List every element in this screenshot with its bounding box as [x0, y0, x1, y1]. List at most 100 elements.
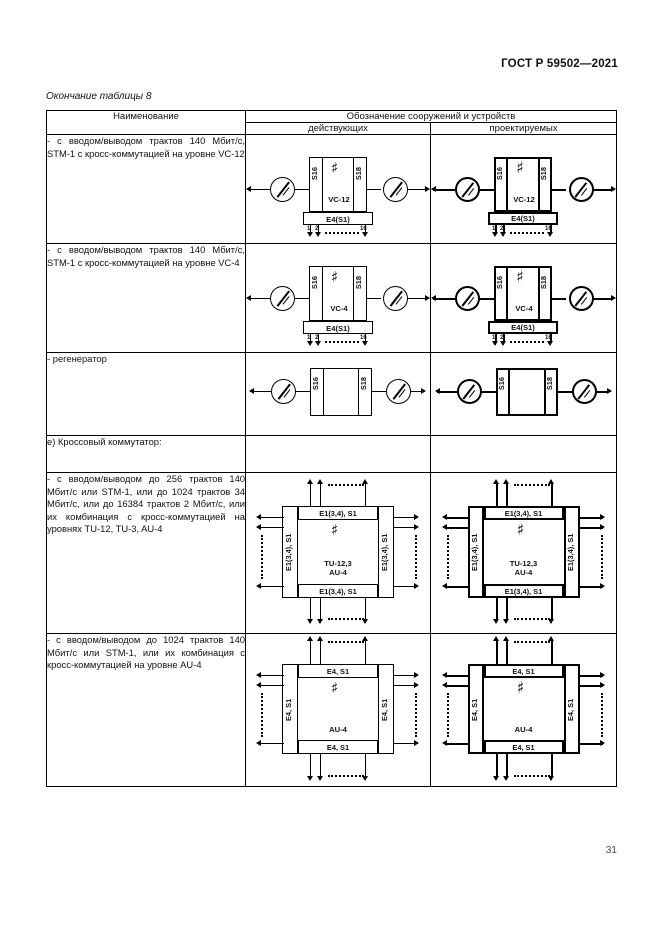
header-existing: действующих	[245, 122, 431, 135]
diagram-mux-planned-vc4: S16 S18 ♯ VC-4 E4(S1)	[431, 244, 616, 346]
symbol-existing-vc12: S16 S18 ♯ VC-12 E4(S1)	[245, 134, 431, 244]
cross-connect-icon: ♯	[516, 520, 525, 539]
row-description-vc4: - с вводом/выводом трактов 140 Мбит/с, S…	[46, 243, 246, 353]
table-row: - с вводом/выводом трактов 140 Мбит/с, S…	[46, 243, 618, 353]
symbol-existing-tu12: E1(3,4), S1 E1(3,4), S1 E1(3,4), S1 E1(3…	[245, 472, 431, 634]
cross-connect-icon: ♯	[331, 521, 339, 539]
cross-connect-icon: ♯	[331, 268, 339, 286]
port-label-right: S18	[354, 276, 363, 290]
cross-connect-icon: ♯	[331, 679, 339, 697]
diagram-regen-planned: S16 S18	[431, 353, 616, 429]
port-label-left: S16	[495, 276, 504, 290]
port-label-top: E1(3,4), S1	[319, 509, 357, 518]
tributary-first: 1	[307, 335, 311, 341]
port-label-right: S18	[539, 167, 548, 181]
port-label-right: S18	[359, 377, 368, 391]
symbol-planned-tu12: E1(3,4), S1 E1(3,4), S1 E1(3,4), S1 E1(3…	[429, 472, 618, 634]
tributary-last: 16	[545, 335, 552, 341]
diagram-xconnect-planned-tu12: E1(3,4), S1 E1(3,4), S1 E1(3,4), S1 E1(3…	[431, 473, 616, 629]
tributary-second: 2	[315, 226, 319, 232]
center-label-line2: AU-4	[514, 725, 533, 734]
port-label-top: E1(3,4), S1	[504, 509, 543, 518]
page-number: 31	[605, 845, 617, 856]
header-planned: проектируемых	[429, 122, 618, 135]
center-label: VC-12	[513, 195, 535, 204]
center-label-line1: TU-12,3	[509, 559, 538, 568]
port-label-left: S16	[310, 167, 319, 181]
diagram-xconnect-existing-au4: E4, S1 E4, S1 E4, S1 E4, S1 ♯ AU-4	[246, 634, 430, 784]
standard-header: ГОСТ Р 59502—2021	[501, 58, 618, 70]
port-label-bottom: E1(3,4), S1	[504, 587, 543, 596]
port-label-left: E1(3,4), S1	[469, 533, 479, 571]
port-label-left: E4, S1	[284, 698, 293, 722]
symbol-planned-vc12: S16 S18 ♯ VC-12 E4(S1)	[429, 134, 618, 244]
port-label-bottom: E4, S1	[512, 743, 535, 752]
port-label-right: E1(3,4), S1	[565, 533, 575, 571]
tributary-first: 1	[492, 226, 496, 232]
center-label-line1: TU-12,3	[324, 559, 352, 568]
port-label-top: E4, S1	[512, 667, 535, 676]
port-label-left: E1(3,4), S1	[284, 533, 293, 571]
table-caption: Окончание таблицы 8	[46, 91, 152, 102]
tributary-second: 2	[315, 335, 319, 341]
bottom-bar-label: E4(S1)	[511, 323, 535, 332]
table-row: - регенератор S	[46, 352, 618, 436]
symbol-planned-regenerator: S16 S18	[429, 352, 618, 436]
cross-connect-icon: ♯	[516, 158, 524, 177]
diagram-mux-planned-vc12: S16 S18 ♯ VC-12 E4(S1)	[431, 135, 616, 237]
cross-connect-icon: ♯	[516, 678, 525, 697]
symbol-existing-regenerator: S16 S18	[245, 352, 431, 436]
port-label-left: S16	[495, 167, 504, 181]
bottom-bar-label: E4(S1)	[326, 324, 350, 333]
designations-table: Наименование Обозначение сооружений и ус…	[46, 110, 618, 787]
table-row: - с вводом/выводом трактов 140 Мбит/с, S…	[46, 134, 618, 244]
symbol-planned-section-e	[429, 435, 618, 473]
row-description-tu12: - с вводом/выводом до 256 трактов 140 Мб…	[46, 472, 246, 634]
diagram-regen-existing: S16 S18	[246, 353, 430, 429]
row-description-section-e: е) Кроссовый коммутатор:	[46, 435, 246, 473]
row-description-au4: - с вводом/выводом до 1024 трактов 140 М…	[46, 633, 246, 787]
tributary-first: 1	[307, 226, 311, 232]
header-designation-group: Обозначение сооружений и устройств	[244, 110, 618, 123]
port-label-right: S18	[539, 276, 548, 290]
tributary-second: 2	[500, 335, 504, 341]
tributary-last: 16	[360, 226, 367, 232]
symbol-existing-section-e	[245, 435, 431, 473]
cross-connect-icon: ♯	[516, 267, 524, 286]
center-label: VC-12	[328, 195, 350, 204]
row-description-vc12: - с вводом/выводом трактов 140 Мбит/с, S…	[46, 134, 246, 244]
cross-connect-icon: ♯	[331, 159, 339, 177]
center-label-line2: AU-4	[329, 725, 347, 734]
center-label: VC-4	[330, 304, 348, 313]
port-label-right: S18	[544, 377, 554, 391]
diagram-xconnect-planned-au4: E4, S1 E4, S1 E4, S1 E4, S1 ♯ AU-4	[431, 634, 616, 784]
symbol-existing-au4: E4, S1 E4, S1 E4, S1 E4, S1 ♯ AU-4	[245, 633, 431, 787]
port-label-bottom: E1(3,4), S1	[319, 587, 357, 596]
table-row: - с вводом/выводом до 1024 трактов 140 М…	[46, 633, 618, 787]
table-row: е) Кроссовый коммутатор:	[46, 435, 618, 473]
port-label-left: E4, S1	[469, 698, 479, 722]
center-label: VC-4	[515, 304, 533, 313]
port-label-left: S16	[310, 276, 319, 290]
port-label-right: E4, S1	[380, 698, 389, 722]
port-label-right: S18	[354, 167, 363, 181]
port-label-right: E4, S1	[565, 698, 575, 722]
table-row: - с вводом/выводом до 256 трактов 140 Мб…	[46, 472, 618, 634]
bottom-bar-label: E4(S1)	[326, 215, 350, 224]
port-label-right: E1(3,4), S1	[380, 533, 389, 571]
symbol-planned-vc4: S16 S18 ♯ VC-4 E4(S1)	[429, 243, 618, 353]
port-label-left: S16	[496, 377, 506, 391]
port-label-top: E4, S1	[326, 667, 350, 676]
diagram-mux-existing-vc4: S16 S18 ♯ VC-4 E4(S1)	[246, 244, 431, 346]
header-name: Наименование	[46, 110, 246, 135]
row-description-regenerator: - регенератор	[46, 352, 246, 436]
diagram-xconnect-existing-tu12: E1(3,4), S1 E1(3,4), S1 E1(3,4), S1 E1(3…	[246, 473, 430, 629]
table-header-row-2: действующих проектируемых	[47, 122, 618, 135]
tributary-last: 16	[545, 226, 552, 232]
tributary-last: 16	[360, 335, 367, 341]
center-label-line2: AU-4	[329, 568, 347, 577]
tributary-second: 2	[500, 226, 504, 232]
bottom-bar-label: E4(S1)	[511, 214, 535, 223]
center-label-line2: AU-4	[514, 568, 533, 577]
